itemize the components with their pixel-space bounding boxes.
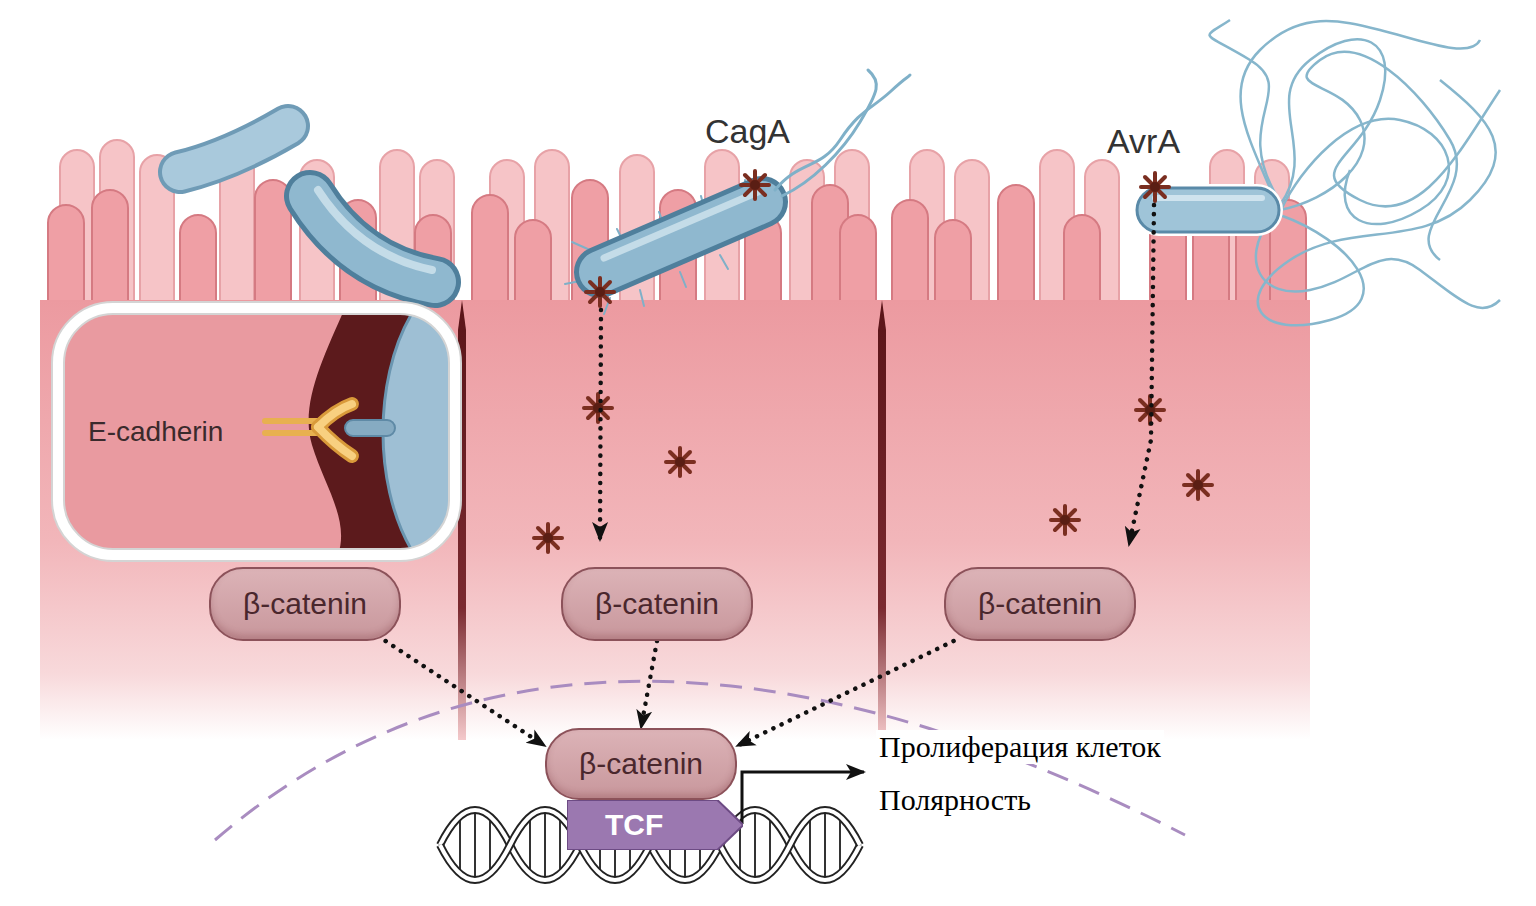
cell-border [878,300,886,740]
bacterium [1155,195,1262,201]
bacterium [1241,21,1480,200]
bacterium [310,190,435,282]
effector-asterisk [584,394,612,422]
bacterium [180,126,288,172]
bacterium [600,202,762,272]
effector-asterisk [586,278,614,306]
adhesion-inset [265,308,455,555]
bacterium [604,192,758,258]
effector-asterisk [1141,173,1169,201]
effector-asterisk [534,524,562,552]
node-text: β-catenin [978,587,1102,621]
transcription-arrow [742,772,864,824]
node-text: E-cadherin [88,416,223,448]
adhesion-inset [318,427,352,456]
bacterium [1258,80,1496,325]
bacterium [565,70,910,314]
node-text: β-catenin [595,587,719,621]
adhesion-inset [58,308,455,555]
protein-box: β-catenin [561,567,753,641]
effector-asterisk [741,171,769,199]
transcription-factor-tag: TCF [567,800,743,850]
effector-asterisk [1051,506,1079,534]
bacterium [1137,188,1279,232]
dna-helix [440,810,860,880]
protein-box: β-catenin [545,728,737,800]
translocation-arrow [600,205,1154,545]
cell-body [462,300,882,740]
effector-asterisk [666,448,694,476]
dna-helix [440,810,860,880]
bacterium [782,70,876,196]
node-text: β-catenin [243,587,367,621]
dna-helix [440,810,860,880]
outcome-note: Пролиферация клеток [876,730,1164,764]
effector-name: CagA [705,112,790,151]
protein-box: β-catenin [209,567,401,641]
translocation-connector [386,641,545,746]
bacterium [1210,20,1500,325]
translocation-connector [641,641,657,728]
adhesion-inset-panel: E-cadherin [58,308,455,555]
bacterium [1133,20,1500,325]
bacterium [1210,20,1278,198]
adhesion-inset [318,427,352,456]
cell-body [40,300,1310,740]
adhesion-inset [58,267,573,597]
bacterium [1280,52,1457,260]
adhesion-inset [345,420,395,436]
adhesion-inset [318,404,352,427]
effector-asterisk [534,171,1212,552]
bacterium [180,126,288,172]
translocation-arrow [1129,205,1154,545]
cell-border [458,300,886,740]
bacterium [1282,119,1449,224]
bacterium [775,75,910,190]
outcome-note: Полярность [876,783,1034,817]
node-text: β-catenin [579,747,703,781]
bacterium [1256,220,1500,308]
tag-shape [567,800,743,850]
adhesion-inset [265,404,352,456]
node-text: TCF [567,808,663,842]
protein-box: β-catenin [944,567,1136,641]
translocation-arrow [600,310,601,540]
tag-shape [567,800,743,850]
effector-name: AvrA [1107,122,1180,161]
effector-asterisk [1136,396,1164,424]
adhesion-inset [265,418,318,424]
bacterium [600,202,762,272]
adhesion-inset [265,430,318,436]
effector-asterisk [1184,471,1212,499]
translocation-connector [737,641,954,746]
cell-body [882,300,1310,740]
adhesion-inset [58,308,455,555]
bacterium [318,190,432,270]
bacterium [180,126,288,172]
dna-helix [440,810,860,880]
dna-helix [440,810,860,880]
adhesion-inset [318,404,352,427]
